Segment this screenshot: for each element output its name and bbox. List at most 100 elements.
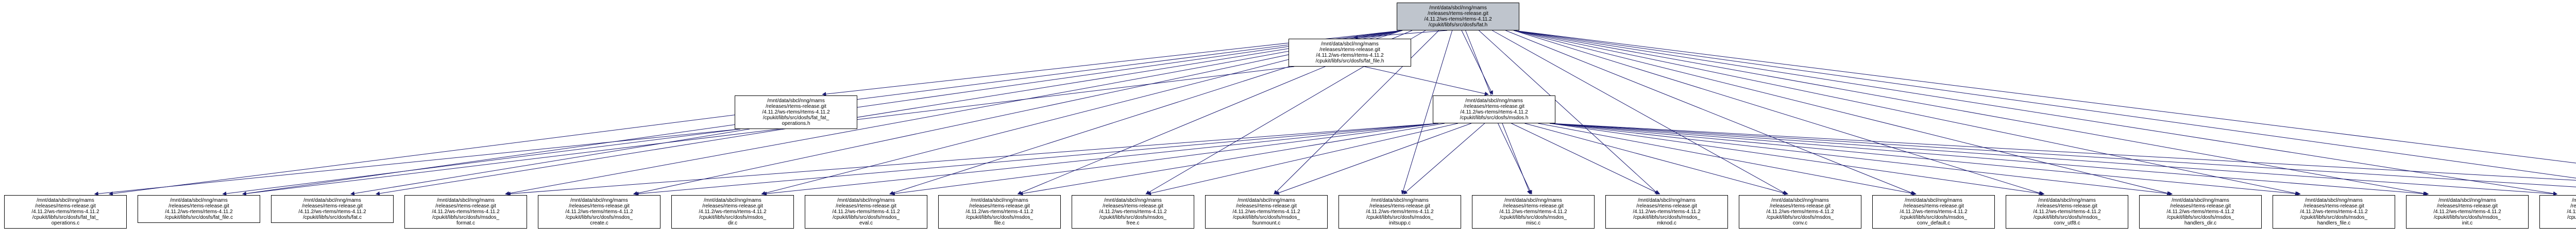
- node-path-line: /releases/rtems-release.git: [1319, 47, 1380, 53]
- node-path-line: format.c: [456, 220, 476, 226]
- graph-node-msdos_eval-c[interactable]: /mnt/data/sbcl/nng/mams/releases/rtems-r…: [805, 195, 927, 229]
- graph-node-msdos_mknod-c[interactable]: /mnt/data/sbcl/nng/mams/releases/rtems-r…: [1605, 195, 1728, 229]
- node-path-line: /cpukit/libfs/src/dosfs/fat.h: [1428, 22, 1488, 28]
- graph-node-msdos_conv_default-c[interactable]: /mnt/data/sbcl/nng/mams/releases/rtems-r…: [1872, 195, 1995, 229]
- graph-node-msdos_dir-c[interactable]: /mnt/data/sbcl/nng/mams/releases/rtems-r…: [671, 195, 794, 229]
- node-path-line: /4.11.2/ws-rtems/rtems-4.11.2: [2300, 209, 2368, 215]
- node-path-line: /cpukit/libfs/src/dosfs/msdos_: [1099, 215, 1167, 220]
- include-edge: [1498, 123, 1532, 195]
- graph-node-msdos-h[interactable]: /mnt/data/sbcl/nng/mams/releases/rtems-r…: [1433, 95, 1555, 123]
- node-path-line: /4.11.2/ws-rtems/rtems-4.11.2: [762, 109, 830, 115]
- graph-node-msdos_file-c[interactable]: /mnt/data/sbcl/nng/mams/releases/rtems-r…: [938, 195, 1061, 229]
- node-path-line: /4.11.2/ws-rtems/rtems-4.11.2: [1633, 209, 1701, 215]
- include-edge: [1401, 30, 1453, 195]
- include-edge: [1513, 30, 2576, 164]
- node-path-line: misc.c: [1526, 220, 1541, 226]
- node-path-line: /4.11.2/ws-rtems/rtems-4.11.2: [2567, 209, 2576, 215]
- node-path-line: /cpukit/libfs/src/dosfs/msdos_: [2300, 215, 2368, 220]
- node-path-line: /mnt/data/sbcl/nng/mams: [971, 198, 1028, 203]
- include-edge: [1019, 123, 1445, 196]
- node-path-line: /mnt/data/sbcl/nng/mams: [704, 198, 761, 203]
- node-path-line: /cpukit/libfs/src/dosfs/msdos_: [1232, 215, 1300, 220]
- graph-node-msdos_initsupp-c[interactable]: /mnt/data/sbcl/nng/mams/releases/rtems-r…: [1338, 195, 1461, 229]
- include-edge: [94, 128, 741, 196]
- node-path-line: /cpukit/libfs/src/dosfs/msdos_: [2166, 215, 2234, 220]
- node-path-line: /cpukit/libfs/src/dosfs/msdos_: [2433, 215, 2501, 220]
- node-path-line: /cpukit/libfs/src/dosfs/msdos_: [1900, 215, 1968, 220]
- include-edge: [1513, 30, 2428, 196]
- node-path-line: /releases/rtems-release.git: [2170, 203, 2231, 209]
- graph-node-fat-c[interactable]: /mnt/data/sbcl/nng/mams/releases/rtems-r…: [271, 195, 394, 223]
- node-path-line: /mnt/data/sbcl/nng/mams: [767, 98, 825, 104]
- node-path-line: /cpukit/libfs/src/dosfs/msdos_: [2567, 215, 2576, 220]
- node-path-line: /releases/rtems-release.git: [1770, 203, 1831, 209]
- node-path-line: /4.11.2/ws-rtems/rtems-4.11.2: [1900, 209, 1968, 215]
- node-path-line: /4.11.2/ws-rtems/rtems-4.11.2: [1316, 53, 1384, 58]
- graph-node-msdos_init-c[interactable]: /mnt/data/sbcl/nng/mams/releases/rtems-r…: [2406, 195, 2529, 229]
- include-edge: [633, 30, 1403, 196]
- node-path-line: init.c: [2462, 220, 2473, 226]
- node-path-line: /4.11.2/ws-rtems/rtems-4.11.2: [1232, 209, 1300, 215]
- graph-node-msdos_handlers_dir-c[interactable]: /mnt/data/sbcl/nng/mams/releases/rtems-r…: [2139, 195, 2262, 229]
- node-path-line: /mnt/data/sbcl/nng/mams: [1104, 198, 1162, 203]
- node-path-line: /4.11.2/ws-rtems/rtems-4.11.2: [1099, 209, 1167, 215]
- include-edge: [1549, 123, 2576, 187]
- node-path-line: /mnt/data/sbcl/nng/mams: [1638, 198, 1696, 203]
- include-edge: [505, 30, 1403, 196]
- node-path-line: /4.11.2/ws-rtems/rtems-4.11.2: [2033, 209, 2101, 215]
- graph-node-msdos_create-c[interactable]: /mnt/data/sbcl/nng/mams/releases/rtems-r…: [538, 195, 660, 229]
- node-path-line: initsupp.c: [1388, 220, 1411, 226]
- node-path-line: /cpukit/libfs/src/dosfs/msdos_: [832, 215, 900, 220]
- graph-node-fat_fat_operations-c[interactable]: /mnt/data/sbcl/nng/mams/releases/rtems-r…: [4, 195, 127, 229]
- include-edge: [376, 30, 1403, 196]
- node-path-line: /releases/rtems-release.git: [1464, 104, 1524, 109]
- include-edge: [1275, 123, 1471, 195]
- node-path-line: /releases/rtems-release.git: [302, 203, 363, 209]
- node-path-line: /4.11.2/ws-rtems/rtems-4.11.2: [832, 209, 900, 215]
- node-path-line: /4.11.2/ws-rtems/rtems-4.11.2: [565, 209, 633, 215]
- graph-node-msdos_fsunmount-c[interactable]: /mnt/data/sbcl/nng/mams/releases/rtems-r…: [1205, 195, 1328, 229]
- node-path-line: /cpukit/libfs/src/dosfs/fat_file.h: [1315, 58, 1384, 64]
- node-path-line: /mnt/data/sbcl/nng/mams: [303, 198, 361, 203]
- node-path-line: /releases/rtems-release.git: [1236, 203, 1297, 209]
- include-edge: [222, 128, 741, 196]
- graph-node-msdos_handlers_file-c[interactable]: /mnt/data/sbcl/nng/mams/releases/rtems-r…: [2273, 195, 2395, 229]
- node-path-line: /mnt/data/sbcl/nng/mams: [2172, 198, 2229, 203]
- node-path-line: /4.11.2/ws-rtems/rtems-4.11.2: [1766, 209, 1834, 215]
- include-edge: [762, 123, 1439, 196]
- node-path-line: /4.11.2/ws-rtems/rtems-4.11.2: [699, 209, 767, 215]
- node-path-line: /4.11.2/ws-rtems/rtems-4.11.2: [298, 209, 366, 215]
- node-path-line: /releases/rtems-release.git: [435, 203, 496, 209]
- node-path-line: conv_utf8.c: [2054, 220, 2080, 226]
- include-edge: [1492, 30, 1787, 195]
- node-path-line: /releases/rtems-release.git: [168, 203, 229, 209]
- graph-node-msdos_rename-c[interactable]: /mnt/data/sbcl/nng/mams/releases/rtems-r…: [2539, 195, 2576, 229]
- node-path-line: dir.c: [727, 220, 738, 226]
- node-path-line: /4.11.2/ws-rtems/rtems-4.11.2: [432, 209, 500, 215]
- node-path-line: /4.11.2/ws-rtems/rtems-4.11.2: [2166, 209, 2234, 215]
- include-edge: [242, 66, 1295, 196]
- node-path-line: conv_default.c: [1917, 220, 1951, 226]
- include-edge: [506, 123, 1439, 196]
- graph-node-fat_file-h[interactable]: /mnt/data/sbcl/nng/mams/releases/rtems-r…: [1289, 39, 1411, 67]
- node-path-line: /mnt/data/sbcl/nng/mams: [1771, 198, 1829, 203]
- node-path-line: /cpukit/libfs/src/dosfs/fat_fat_: [32, 215, 99, 220]
- graph-node-msdos_conv_utf8-c[interactable]: /mnt/data/sbcl/nng/mams/releases/rtems-r…: [2006, 195, 2128, 229]
- node-path-line: /cpukit/libfs/src/dosfs/msdos_: [1633, 215, 1701, 220]
- node-path-line: /mnt/data/sbcl/nng/mams: [1321, 41, 1379, 47]
- graph-node-msdos_format-c[interactable]: /mnt/data/sbcl/nng/mams/releases/rtems-r…: [404, 195, 527, 229]
- include-edge: [1549, 123, 2557, 196]
- graph-node-msdos_free-c[interactable]: /mnt/data/sbcl/nng/mams/releases/rtems-r…: [1072, 195, 1194, 229]
- node-path-line: /mnt/data/sbcl/nng/mams: [37, 198, 94, 203]
- node-path-line: /releases/rtems-release.git: [2037, 203, 2097, 209]
- node-path-line: /mnt/data/sbcl/nng/mams: [1905, 198, 1962, 203]
- node-path-line: fsunmount.c: [1252, 220, 1281, 226]
- graph-node-fat-h[interactable]: /mnt/data/sbcl/nng/mams/releases/rtems-r…: [1397, 3, 1519, 30]
- graph-node-msdos_conv-c[interactable]: /mnt/data/sbcl/nng/mams/releases/rtems-r…: [1739, 195, 1861, 229]
- include-edge: [1549, 123, 2173, 196]
- graph-node-msdos_misc-c[interactable]: /mnt/data/sbcl/nng/mams/releases/rtems-r…: [1472, 195, 1595, 229]
- node-path-line: /cpukit/libfs/src/dosfs/msdos_: [699, 215, 767, 220]
- node-path-line: /cpukit/libfs/src/dosfs/msdos_: [2033, 215, 2101, 220]
- graph-node-fat_fat_operations-h[interactable]: /mnt/data/sbcl/nng/mams/releases/rtems-r…: [735, 95, 857, 129]
- graph-node-fat_file-c[interactable]: /mnt/data/sbcl/nng/mams/releases/rtems-r…: [138, 195, 260, 223]
